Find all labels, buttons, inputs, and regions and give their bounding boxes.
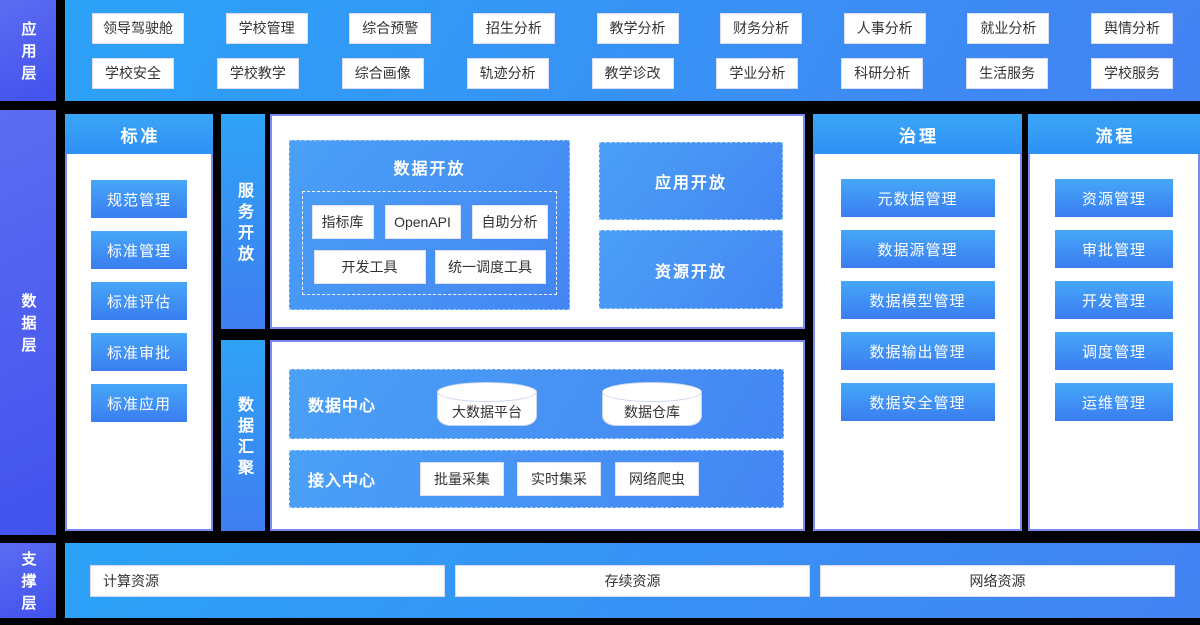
governance-panel-header: 治理 [813, 114, 1022, 154]
database-cylinder-icon: 大数据平台 [437, 382, 538, 426]
app-item-school-services: 学校服务 [1091, 57, 1173, 89]
app-item-teaching-diagnosis: 教学诊改 [591, 57, 674, 89]
data-open-title: 数据开放 [393, 161, 466, 178]
tool-self-service-analysis: 自助分析 [471, 205, 548, 239]
tool-openapi: OpenAPI [384, 205, 461, 239]
layer-label-support-text: 支撑层 [19, 551, 37, 617]
access-item-web-crawler: 网络爬虫 [615, 462, 700, 496]
data-center-title: 数据中心 [308, 398, 377, 415]
app-item-enrollment-analysis: 招生分析 [472, 12, 555, 44]
governance-panel-body: 元数据管理 数据源管理 数据模型管理 数据输出管理 数据安全管理 [815, 154, 1020, 421]
access-center-bar: 接入中心 批量采集 实时集采 网络爬虫 [289, 450, 784, 508]
tool-dev-tools: 开发工具 [313, 250, 426, 284]
access-center-title: 接入中心 [308, 473, 377, 490]
data-warehouse-label: 数据仓库 [624, 403, 681, 420]
access-item-realtime-collection: 实时集采 [517, 462, 602, 496]
service-open-strip-text: 服务开放 [235, 182, 252, 266]
data-open-row-2: 开发工具 统一调度工具 [303, 250, 556, 284]
service-open-strip: 服务开放 [221, 114, 265, 329]
support-item-computing-resources: 计算资源 [90, 564, 445, 597]
data-open-row-1: 指标库 OpenAPI 自助分析 [303, 205, 556, 239]
tool-indicator-library: 指标库 [311, 205, 374, 239]
layer-label-application: 应用层 [0, 0, 56, 101]
standard-item-standard-management: 标准管理 [91, 231, 187, 269]
application-layer-banner: 领导驾驶舱 学校管理 综合预警 招生分析 教学分析 财务分析 人事分析 就业分析… [65, 0, 1200, 101]
app-item-academic-analysis: 学业分析 [716, 57, 799, 89]
app-item-teaching-analysis: 教学分析 [596, 12, 679, 44]
proc-item-approval-management: 审批管理 [1055, 230, 1173, 268]
app-item-opinion-analysis: 舆情分析 [1091, 12, 1173, 44]
application-row-2: 学校安全 学校教学 综合画像 轨迹分析 教学诊改 学业分析 科研分析 生活服务 … [92, 57, 1173, 89]
resource-open-box: 资源开放 [599, 230, 783, 309]
support-item-network-resources: 网络资源 [820, 564, 1175, 597]
proc-item-scheduling-management: 调度管理 [1055, 332, 1173, 370]
data-open-inner-box: 指标库 OpenAPI 自助分析 开发工具 统一调度工具 [302, 191, 557, 295]
gov-item-datamodel-management: 数据模型管理 [840, 281, 995, 319]
app-item-school-teaching: 学校教学 [216, 57, 299, 89]
support-item-storage-resources: 存续资源 [455, 564, 810, 597]
standard-panel-header: 标准 [65, 114, 213, 154]
support-layer-banner: 计算资源 存续资源 网络资源 [65, 543, 1200, 618]
standard-item-standard-approval: 标准审批 [91, 333, 187, 371]
tool-unified-scheduling: 统一调度工具 [434, 250, 546, 284]
layer-label-application-text: 应用层 [19, 21, 37, 87]
app-item-comprehensive-warning: 综合预警 [349, 12, 432, 44]
data-aggregation-panel: 数据中心 大数据平台 数据仓库 接入中心 批量采集 实时集采 网络爬虫 [270, 340, 805, 531]
app-item-school-management: 学校管理 [225, 12, 308, 44]
application-open-box: 应用开放 [599, 142, 783, 220]
proc-item-resource-management: 资源管理 [1055, 179, 1173, 217]
data-aggregation-strip-text: 数据汇聚 [235, 396, 252, 480]
data-center-bar: 数据中心 大数据平台 数据仓库 [289, 369, 784, 439]
layer-label-data: 数据层 [0, 110, 56, 535]
gov-item-datasecurity-management: 数据安全管理 [840, 383, 995, 421]
proc-item-dev-management: 开发管理 [1055, 281, 1173, 319]
process-panel-header: 流程 [1028, 114, 1200, 154]
app-item-comprehensive-profile: 综合画像 [341, 57, 424, 89]
app-item-school-safety: 学校安全 [92, 57, 174, 89]
access-item-batch-collection: 批量采集 [420, 462, 505, 496]
gov-item-metadata-management: 元数据管理 [840, 179, 995, 217]
layer-label-data-text: 数据层 [19, 293, 37, 359]
app-item-employment-analysis: 就业分析 [967, 12, 1050, 44]
application-row-1: 领导驾驶舱 学校管理 综合预警 招生分析 教学分析 财务分析 人事分析 就业分析… [92, 12, 1173, 44]
standard-item-spec-management: 规范管理 [91, 180, 187, 218]
app-item-trajectory-analysis: 轨迹分析 [466, 57, 549, 89]
data-open-box: 数据开放 指标库 OpenAPI 自助分析 开发工具 统一调度工具 [289, 140, 570, 310]
data-aggregation-strip: 数据汇聚 [221, 340, 265, 531]
app-item-research-analysis: 科研分析 [841, 57, 924, 89]
bigdata-platform-label: 大数据平台 [452, 403, 523, 420]
gov-item-dataoutput-management: 数据输出管理 [840, 332, 995, 370]
app-item-hr-analysis: 人事分析 [843, 12, 926, 44]
standard-item-standard-application: 标准应用 [91, 384, 187, 422]
standard-panel-body: 规范管理 标准管理 标准评估 标准审批 标准应用 [67, 154, 211, 422]
process-panel: 流程 资源管理 审批管理 开发管理 调度管理 运维管理 [1028, 114, 1200, 531]
database-cylinder-icon: 数据仓库 [602, 382, 703, 426]
gov-item-datasource-management: 数据源管理 [840, 230, 995, 268]
app-item-life-services: 生活服务 [966, 57, 1049, 89]
service-open-panel: 数据开放 指标库 OpenAPI 自助分析 开发工具 统一调度工具 应用开放 资… [270, 114, 805, 329]
app-item-finance-analysis: 财务分析 [720, 12, 803, 44]
app-item-leader-cockpit: 领导驾驶舱 [92, 12, 184, 44]
standard-panel: 标准 规范管理 标准管理 标准评估 标准审批 标准应用 [65, 114, 213, 531]
layer-label-support: 支撑层 [0, 543, 56, 618]
proc-item-ops-management: 运维管理 [1055, 383, 1173, 421]
governance-panel: 治理 元数据管理 数据源管理 数据模型管理 数据输出管理 数据安全管理 [813, 114, 1022, 531]
process-panel-body: 资源管理 审批管理 开发管理 调度管理 运维管理 [1030, 154, 1198, 421]
standard-item-standard-evaluation: 标准评估 [91, 282, 187, 320]
